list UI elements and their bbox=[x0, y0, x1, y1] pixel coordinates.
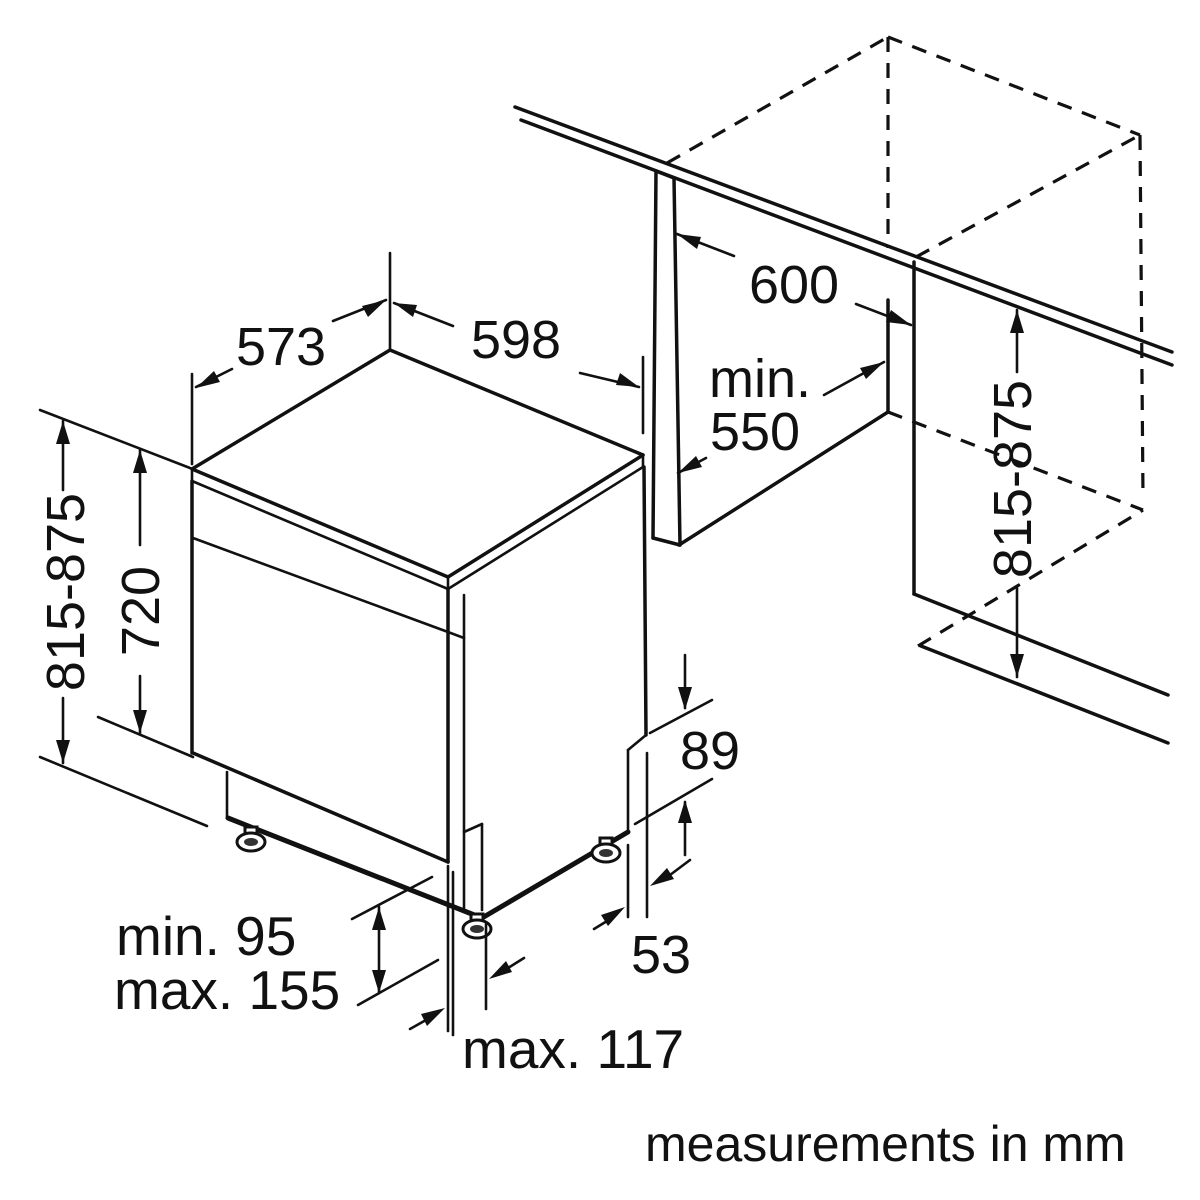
dim-label-overall-height: 815-875 bbox=[36, 493, 96, 691]
dimension-niche-height-right: 815-875 bbox=[983, 308, 1043, 679]
dimension-rear-recess-89: 89 bbox=[633, 653, 740, 857]
dim-label-rear-recess-depth: 53 bbox=[631, 925, 691, 985]
niche-dashed-outline bbox=[666, 35, 1145, 648]
dim-label-width: 598 bbox=[471, 310, 561, 370]
dim-label-niche-depth-prefix: min. bbox=[709, 349, 811, 409]
dim-label-plinth-min: min. 95 bbox=[116, 905, 296, 967]
dim-label-rear-recess-height: 89 bbox=[680, 721, 740, 781]
dim-label-toe-kick: max. 117 bbox=[462, 1018, 684, 1080]
dimension-width-598: 598 bbox=[392, 301, 645, 435]
dimension-overall-height-left: 815-875 bbox=[36, 408, 209, 828]
cabinet-side-panel bbox=[651, 169, 682, 547]
dim-label-plinth-max: max. 155 bbox=[114, 959, 340, 1021]
adjustable-foot-rear bbox=[590, 836, 622, 864]
dim-label-niche-depth-value: 550 bbox=[710, 402, 800, 462]
cabinet-right-panel bbox=[912, 260, 1170, 697]
adjustable-foot-front bbox=[461, 912, 493, 940]
dim-label-niche-height: 815-875 bbox=[983, 380, 1043, 578]
dim-label-niche-width: 600 bbox=[749, 255, 839, 315]
dimension-plinth-height: min. 95 max. 155 bbox=[114, 875, 440, 1021]
dim-label-body-height: 720 bbox=[111, 566, 171, 656]
dimension-toe-kick-117: max. 117 bbox=[408, 864, 684, 1080]
dimension-rear-recess-53: 53 bbox=[592, 751, 692, 985]
adjustable-foot-left bbox=[235, 825, 267, 853]
dimension-depth-573: 573 bbox=[190, 251, 392, 466]
floor-line-right bbox=[919, 644, 1170, 745]
dim-label-depth: 573 bbox=[236, 317, 326, 377]
dishwasher-outline bbox=[190, 348, 648, 921]
dimension-niche-depth-550: min. 550 bbox=[676, 349, 886, 475]
units-note: measurements in mm bbox=[645, 1116, 1126, 1172]
dimension-body-height-720: 720 bbox=[96, 448, 195, 759]
countertop-lines bbox=[513, 105, 1174, 367]
dimension-niche-width-600: 600 bbox=[675, 232, 913, 327]
